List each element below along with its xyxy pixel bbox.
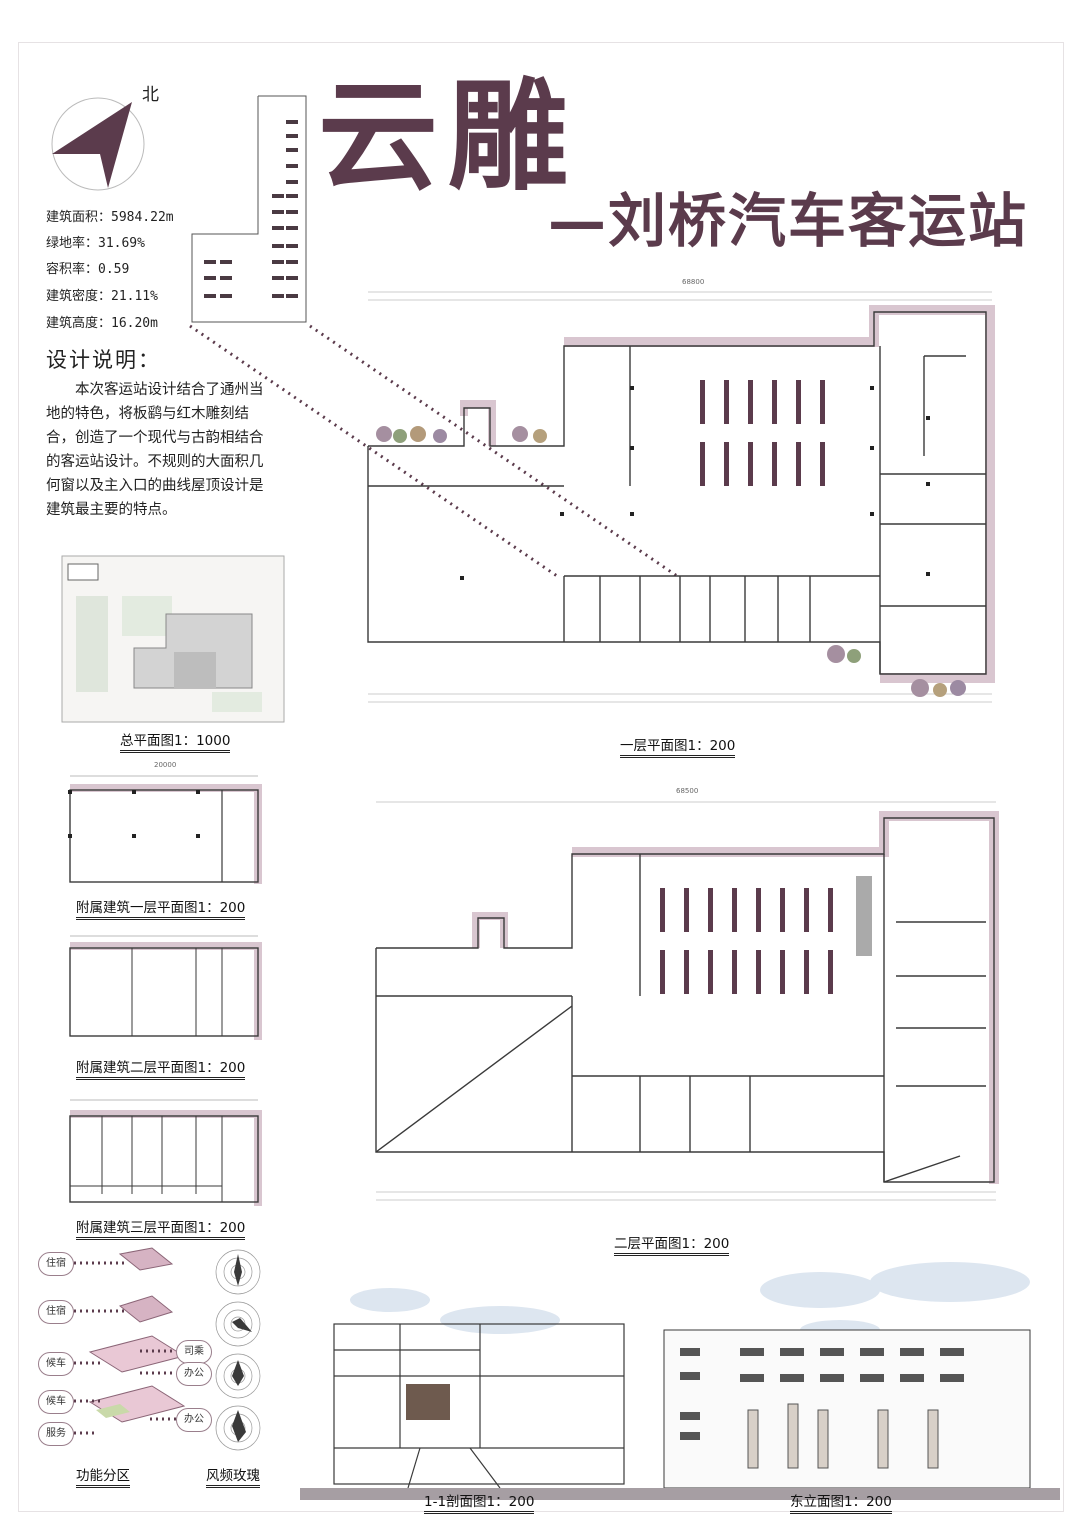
caption-site: 总平面图1：1000 xyxy=(120,729,231,753)
stat-height: 建筑高度：16.20m xyxy=(46,316,158,331)
caption-annex3: 附属建筑三层平面图1：200 xyxy=(76,1216,246,1240)
caption-elevation: 东立面图1：200 xyxy=(790,1490,892,1514)
zone-label-office-1: 办公 xyxy=(176,1362,212,1386)
floor1-total-dim: 68800 xyxy=(682,278,705,286)
floor2-plan xyxy=(375,801,999,1201)
caption-floor2: 二层平面图1：200 xyxy=(614,1232,730,1256)
caption-floor1: 一层平面图1：200 xyxy=(620,734,736,758)
stat-green: 绿地率：31.69% xyxy=(46,236,145,251)
design-text: 本次客运站设计结合了通州当地的特色，将板鹞与红木雕刻结合，创造了一个现代与古韵相… xyxy=(46,382,264,518)
north-label: 北 xyxy=(142,85,159,105)
floor2-total-dim: 68500 xyxy=(676,787,699,795)
main-title: 云雕 xyxy=(318,68,578,207)
caption-annex1: 附属建筑一层平面图1：200 xyxy=(76,896,246,920)
annex-total-dim: 20000 xyxy=(154,761,177,769)
wind-rose-diagram xyxy=(215,1249,261,1451)
sub-title: —刘桥汽车客运站 xyxy=(548,187,1029,255)
detail-blowup xyxy=(191,95,307,323)
zone-label-service: 服务 xyxy=(38,1422,74,1446)
stat-density: 建筑密度：21.11% xyxy=(46,289,158,304)
caption-section: 1-1剖面图1：200 xyxy=(424,1490,535,1514)
design-heading: 设计说明： xyxy=(46,348,161,372)
annex1-plan xyxy=(68,775,262,884)
annex2-plan xyxy=(69,935,262,1040)
zone-label-lodging-1: 住宿 xyxy=(38,1252,74,1276)
zone-label-lodging-2: 住宿 xyxy=(38,1300,74,1324)
north-arrow-icon xyxy=(51,97,145,191)
annex3-plan xyxy=(69,1099,262,1206)
zone-label-waiting-1: 候车 xyxy=(38,1352,74,1376)
caption-annex2: 附属建筑二层平面图1：200 xyxy=(76,1056,246,1080)
site-plan xyxy=(61,555,285,723)
zone-label-office-2: 办公 xyxy=(176,1408,212,1432)
floor1-plan xyxy=(367,291,995,703)
zone-label-waiting-2: 候车 xyxy=(38,1390,74,1414)
caption-wind: 风频玫瑰 xyxy=(206,1464,260,1488)
caption-function: 功能分区 xyxy=(76,1464,130,1488)
stat-far: 容积率：0.59 xyxy=(46,262,130,277)
function-zones-diagram xyxy=(88,1247,186,1423)
section-elevation xyxy=(300,1262,1060,1500)
stat-area: 建筑面积：5984.22m xyxy=(46,210,174,225)
